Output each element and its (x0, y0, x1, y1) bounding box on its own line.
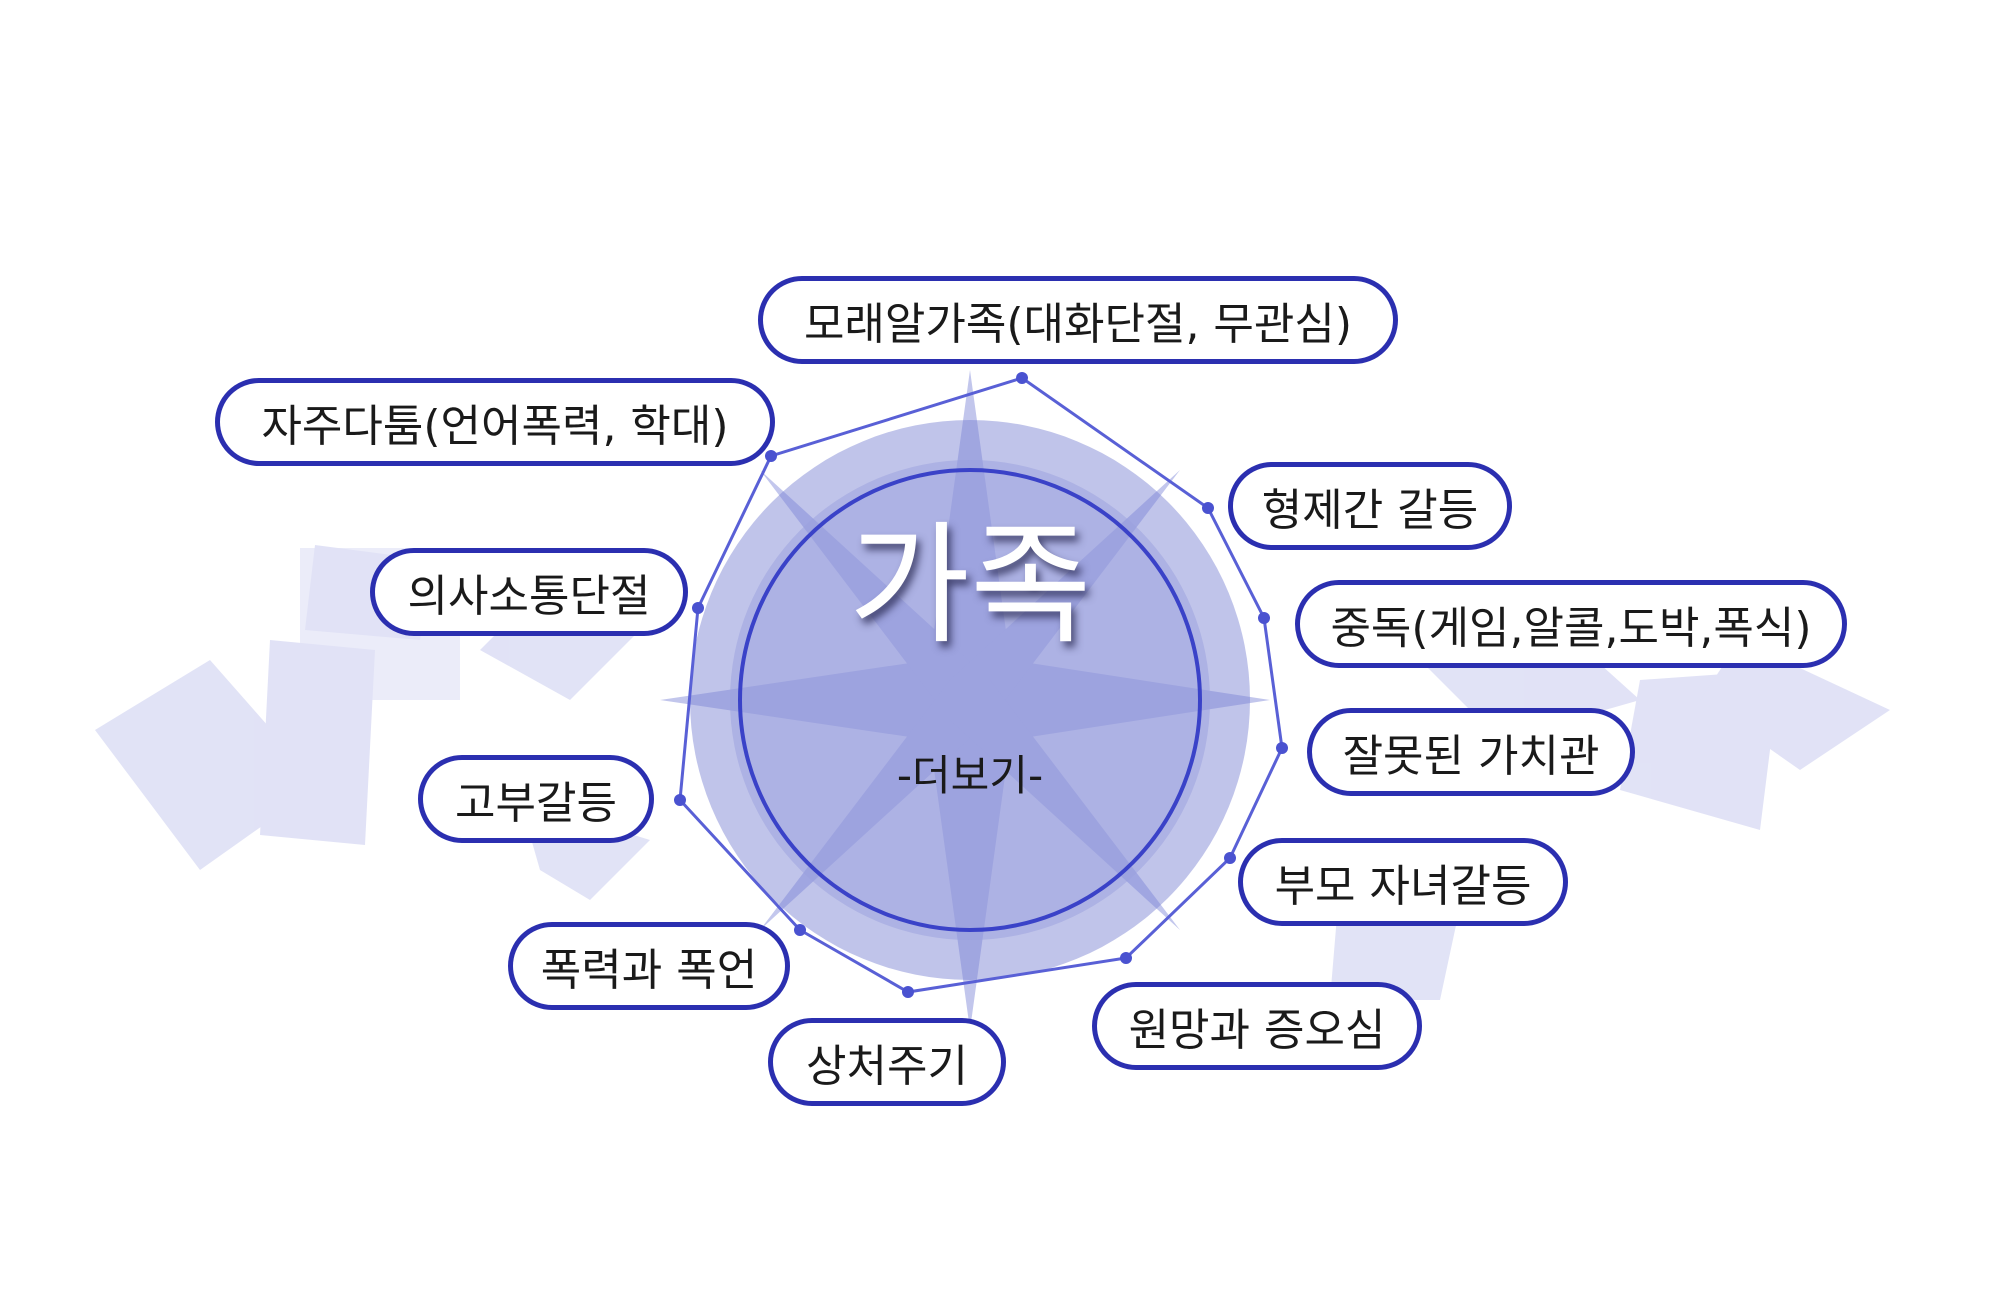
connector-dot (902, 986, 914, 998)
connector-outline (678, 376, 1284, 994)
connector-dot (1120, 952, 1132, 964)
node-parent-child-conflict[interactable]: 부모 자녀갈등 (1238, 838, 1568, 926)
connector-dot (765, 450, 777, 462)
node-resentment-hatred[interactable]: 원망과 증오심 (1092, 982, 1422, 1070)
connector-dot (794, 924, 806, 936)
bg-shape (260, 640, 375, 845)
node-communication-breakdown[interactable]: 의사소통단절 (370, 548, 688, 636)
connector-dot (1276, 742, 1288, 754)
connector-dot (692, 602, 704, 614)
connector-dot (1016, 372, 1028, 384)
middle-disc (730, 460, 1210, 940)
node-addiction[interactable]: 중독(게임,알콜,도박,폭식) (1295, 580, 1847, 668)
node-sibling-conflict[interactable]: 형제간 갈등 (1228, 462, 1512, 550)
node-frequent-fights[interactable]: 자주다툼(언어폭력, 학대) (215, 378, 775, 466)
node-hurting[interactable]: 상처주기 (768, 1018, 1006, 1106)
connector-nodes (674, 372, 1288, 998)
node-violence-abuse[interactable]: 폭력과 폭언 (508, 922, 790, 1010)
connector-dot (1224, 852, 1236, 864)
center-title[interactable]: 가족 (848, 509, 1092, 663)
inner-ring (738, 468, 1202, 932)
connector-dot (1202, 502, 1214, 514)
node-wrong-values[interactable]: 잘못된 가치관 (1307, 708, 1635, 796)
node-in-law-conflict[interactable]: 고부갈등 (418, 755, 654, 843)
node-sand-family[interactable]: 모래알가족(대화단절, 무관심) (758, 276, 1398, 364)
connector-dot (1258, 612, 1270, 624)
connector-dot (674, 794, 686, 806)
more-link[interactable]: -더보기- (896, 751, 1044, 800)
bg-shape (1700, 640, 1890, 770)
